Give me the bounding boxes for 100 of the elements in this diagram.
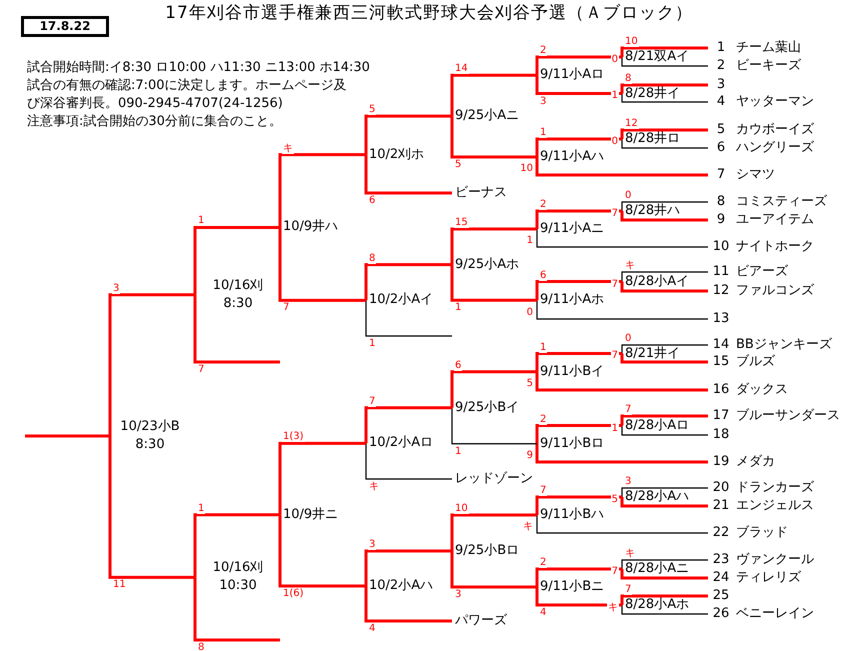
bracket-line [536, 157, 708, 176]
score-label: 1 [526, 235, 534, 246]
note: 試合の有無の確認:7:00に決定します。ホームページ及び深谷審判長。090-2945-4707(24-1256) [27, 77, 348, 113]
bracket-line [450, 514, 537, 551]
bracket-line [536, 280, 622, 300]
bracket-line [450, 370, 537, 408]
score-label: 14 [454, 63, 469, 74]
score-label: キ [607, 602, 619, 613]
match-label: 9/11小Aハ [537, 149, 604, 165]
bracket-line [621, 94, 708, 103]
score-label: 5 [454, 159, 462, 170]
score-label: 2 [539, 45, 548, 56]
bracket-line [194, 513, 280, 578]
match-label: 8/28小Aイ [622, 274, 690, 290]
score-label: 1(6) [282, 588, 305, 599]
score-label: 0 [624, 333, 632, 344]
bracket-line [278, 153, 366, 228]
bracket-line [620, 128, 708, 139]
match-label: 8/28井イ [622, 86, 680, 102]
bracket-line [450, 264, 537, 302]
bracket-line [194, 226, 280, 295]
bracket-line [536, 515, 708, 534]
score-label: 1 [610, 423, 619, 434]
bracket-line [364, 406, 452, 444]
score-label: 7 [624, 404, 632, 415]
match-label: 9/25小Bイ [452, 400, 520, 416]
bracket-line [621, 559, 708, 569]
team-number: 8 [716, 194, 726, 210]
bracket-line [536, 496, 622, 515]
match-label: 9/11小Bイ [537, 364, 604, 380]
score-label: 3 [112, 282, 120, 294]
score-label: 3 [368, 539, 376, 550]
score-label: 7 [610, 350, 619, 361]
bracket-line [536, 444, 708, 464]
bracket-line [536, 138, 622, 157]
match-label: 10/9井ニ [280, 506, 338, 523]
score-label: 7 [610, 566, 619, 577]
bracket-line [536, 210, 622, 229]
bracket-line [364, 550, 452, 586]
score-label: 6 [454, 360, 462, 371]
score-label: 7 [610, 208, 619, 219]
bracket-line [278, 442, 366, 515]
team-number: 13 [712, 311, 730, 327]
match-label: 8/28井ハ [622, 203, 680, 219]
match-label: 8/28小Aハ [622, 489, 690, 505]
team-name: パワーズ [452, 613, 507, 629]
bracket-line [621, 271, 708, 282]
score-label: 5 [368, 104, 376, 116]
bracket-line [25, 434, 110, 438]
team-number: 1 [716, 40, 726, 56]
score-label: 2 [539, 557, 548, 568]
team-number: 16 [712, 382, 730, 398]
team-number: 10 [712, 239, 730, 255]
score-label: 5 [610, 494, 619, 505]
bracket-line [365, 443, 452, 480]
score-label: 6 [368, 195, 376, 206]
team-number: 21 [712, 498, 730, 514]
bracket-line [108, 293, 195, 436]
match-label: 9/11小Bハ [537, 507, 604, 523]
bracket-line [620, 354, 708, 364]
bracket-line [450, 551, 537, 588]
bracket-line [536, 56, 622, 76]
match-label: 9/25小Aホ [452, 256, 520, 273]
score-label: 8 [368, 252, 376, 264]
bracket-line [364, 586, 452, 622]
bracket-line [364, 114, 452, 155]
score-label: 1 [539, 127, 548, 138]
bracket-line [620, 497, 708, 508]
bracket-line [536, 75, 622, 95]
note: 試合開始時間:イ8:30 ロ10:00 ハ11:30 ニ13:00 ホ14:30 [27, 59, 370, 77]
bracket-line [450, 74, 537, 116]
team-number: 2 [716, 58, 726, 74]
score-label: 0 [526, 307, 534, 318]
team-number: 9 [716, 212, 726, 228]
bracket-line [620, 84, 708, 94]
match-label: 8/28井ロ [622, 131, 680, 147]
team-name: ナイトホーク [736, 239, 814, 255]
score-label: 3 [624, 476, 632, 487]
team-name: ブルーサンダース [736, 408, 840, 424]
bracket-line [620, 569, 708, 580]
team-name: ブルズ [736, 354, 775, 370]
bracket-line [621, 605, 708, 615]
team-name: カウボーイズ [736, 122, 814, 138]
bracket-line [621, 57, 708, 67]
title: 17年刈谷市選手権兼西三河軟式野球大会刈谷予選（Ａブロック） [164, 2, 694, 24]
date-box: 17.8.22 [21, 16, 109, 37]
bracket-line [620, 282, 708, 292]
team-number: 14 [712, 337, 730, 353]
team-number: 20 [712, 480, 730, 496]
bracket-line [621, 426, 708, 436]
score-label: 9 [526, 450, 534, 461]
score-label: 8 [624, 73, 632, 84]
score-label: 1(3) [282, 431, 305, 442]
match-label: 10/2小Aロ [366, 435, 434, 452]
score-label: 0 [624, 190, 632, 201]
bracket-line [536, 352, 622, 372]
bracket-line [194, 577, 280, 642]
match-label: 10/16刈 8:30 [195, 276, 281, 313]
team-name: ファルコンズ [736, 283, 814, 299]
team-number: 11 [712, 264, 730, 280]
